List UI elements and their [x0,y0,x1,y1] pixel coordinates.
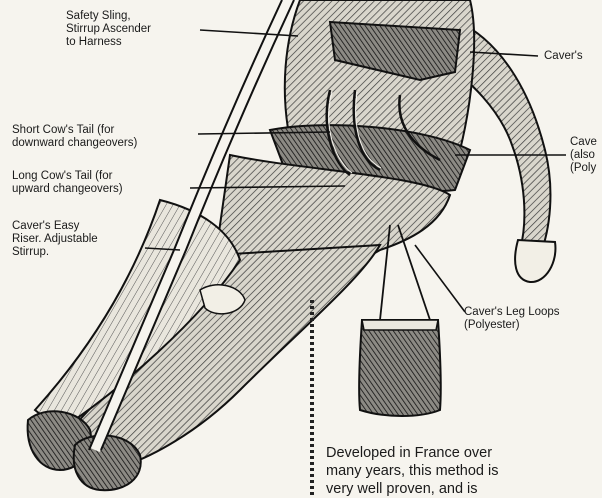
leader-leg-loops [415,245,465,312]
label-cavers-harness: Caver's [544,50,583,63]
label-cave-chest: Cave (also (Poly [570,136,597,175]
hand [515,240,555,282]
label-safety-sling: Safety Sling, Stirrup Ascender to Harnes… [66,10,151,49]
gear-bag-rim [362,320,438,330]
label-leg-loops: Caver's Leg Loops (Polyester) [464,306,560,332]
leader-safety-sling [200,30,298,36]
label-short-cows-tail: Short Cow's Tail (for downward changeove… [12,124,137,150]
bag-cord-right [398,225,430,320]
gear-bag [359,320,441,416]
boot-right [74,435,141,490]
description-paragraph: Developed in France over many years, thi… [326,444,498,498]
label-long-cows-tail: Long Cow's Tail (for upward changeovers) [12,170,123,196]
label-easy-riser: Caver's Easy Riser. Adjustable Stirrup. [12,220,98,259]
